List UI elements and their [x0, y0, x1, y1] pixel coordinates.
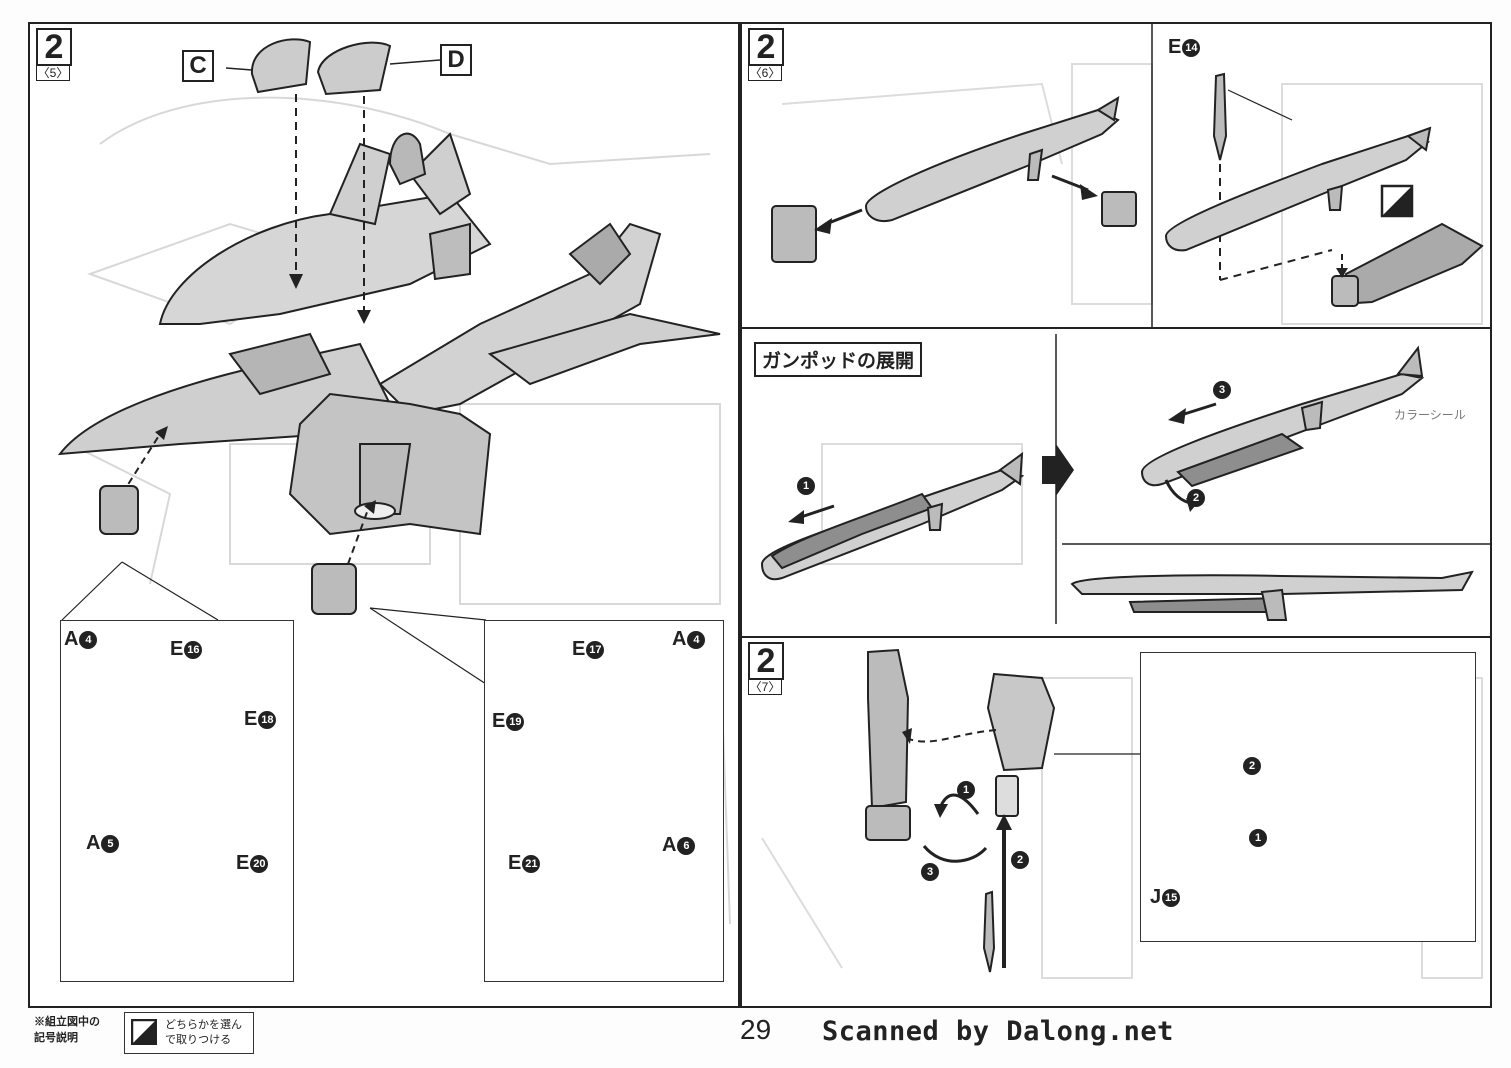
step-number: 2 — [36, 28, 72, 66]
gunpod-expansion-title: ガンポッドの展開 — [754, 342, 923, 377]
gunpod-top-right — [1164, 126, 1432, 252]
sub-step-marker-1: 1 — [1248, 826, 1267, 849]
color-seal-ghost-text: カラーシール — [1394, 408, 1466, 422]
gunpod-stage-2 — [1140, 345, 1425, 488]
scan-credit: Scanned by Dalong.net — [822, 1016, 1174, 1047]
step-marker-1: 1 — [956, 778, 975, 801]
valkyrie-fighter-body — [57, 132, 721, 536]
step-marker-2: 2 — [1186, 486, 1205, 509]
legend-box: どちらかを選ん で取りつける — [124, 1012, 254, 1054]
symbol-legend: ※組立図中の 記号説明 どちらかを選ん で取りつける — [30, 1012, 256, 1056]
step-number: 2 — [748, 642, 784, 680]
gunpod-mount-shape — [1338, 222, 1484, 306]
part-label-c: C — [182, 50, 214, 82]
page-number: 29 — [740, 1014, 772, 1045]
hand-option-box-left — [60, 620, 294, 982]
sub-step-marker-2: 2 — [1242, 754, 1261, 777]
gunpod-handle-shape — [1101, 191, 1137, 227]
step-marker-3: 3 — [920, 860, 939, 883]
ghost-background — [761, 677, 1483, 979]
gunpod-stage-3 — [1070, 570, 1474, 621]
next-step-arrow — [1042, 444, 1074, 496]
step-marker-2: 2 — [1010, 848, 1029, 871]
gunpod-top-left — [864, 96, 1120, 222]
choose-one-icon — [131, 1019, 157, 1045]
hand-option-box-right — [484, 620, 724, 982]
step-badge-bottom-right: 2 〈7〉 — [748, 642, 784, 695]
leg-part-right — [986, 672, 1056, 817]
leg-detail-box — [1140, 652, 1476, 942]
step-badge-top-right: 2 〈6〉 — [748, 28, 784, 81]
ghost-background — [781, 63, 1483, 565]
leg-part-left — [865, 648, 911, 841]
part-d-shape — [316, 41, 392, 96]
hand-right-shape — [311, 563, 357, 615]
step-marker-3: 3 — [1212, 378, 1231, 401]
part-label-d: D — [440, 44, 472, 76]
step-number: 2 — [748, 28, 784, 66]
knife-e14-shape — [1212, 72, 1228, 161]
step-marker-1: 1 — [796, 474, 815, 497]
legend-text: どちらかを選ん で取りつける — [165, 1019, 242, 1046]
knife-shape — [982, 890, 996, 973]
step-sub-number: 〈7〉 — [748, 680, 782, 695]
part-c-shape — [250, 38, 312, 94]
hand-left-shape — [99, 485, 139, 535]
gunpod-illustration — [742, 24, 1490, 624]
step-badge-left: 2 〈5〉 — [36, 28, 72, 81]
legend-label: ※組立図中の 記号説明 — [34, 1016, 100, 1044]
step-sub-number: 〈5〉 — [36, 66, 70, 81]
gunpod-stage-1 — [760, 451, 1025, 581]
gunpod-clip-shape — [771, 205, 817, 263]
step-sub-number: 〈6〉 — [748, 66, 782, 81]
